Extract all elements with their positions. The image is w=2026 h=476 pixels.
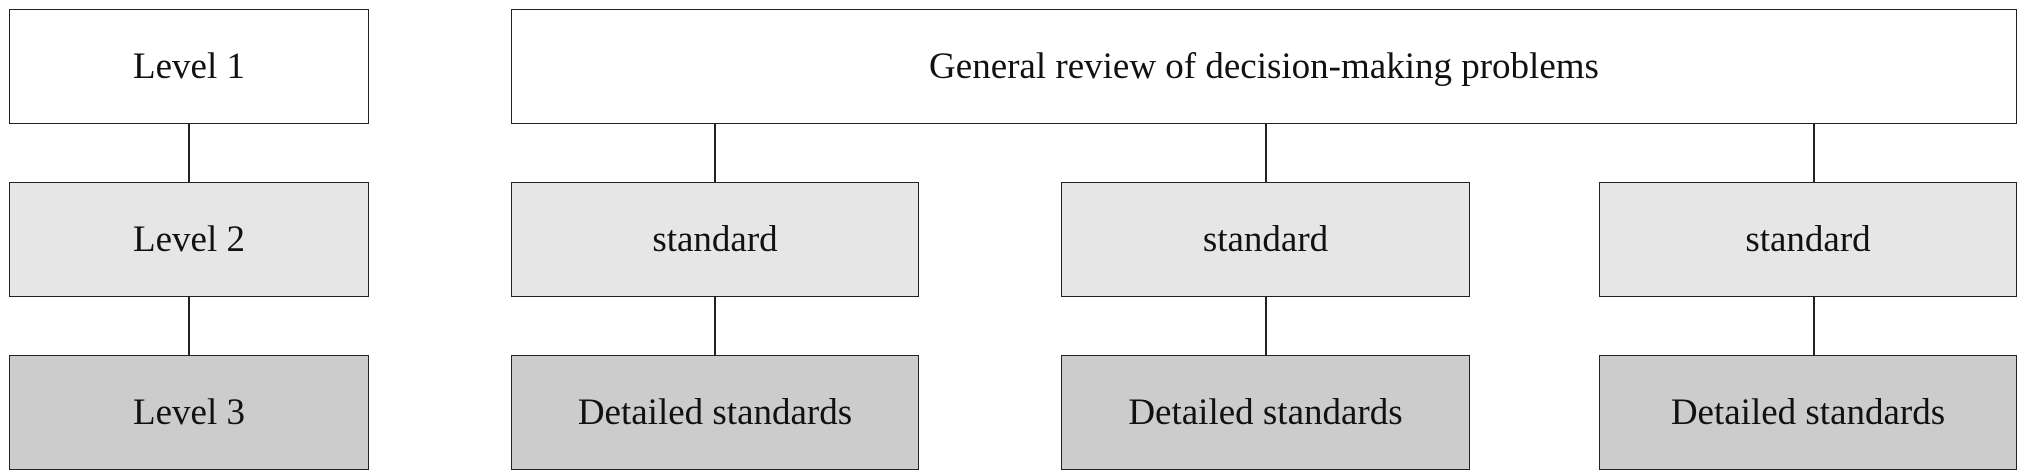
connector-goal-criterion-3 — [1813, 124, 1815, 182]
criterion-label-3: standard — [1745, 219, 1871, 260]
criterion-label-1: standard — [652, 219, 778, 260]
goal-label: General review of decision-making proble… — [929, 46, 1599, 87]
criterion-box-2: standard — [1061, 182, 1470, 297]
connector-level1-level2 — [188, 124, 190, 182]
sub-criterion-box-1: Detailed standards — [511, 355, 919, 470]
level-1-box: Level 1 — [9, 9, 369, 124]
level-2-label: Level 2 — [133, 219, 245, 260]
criterion-box-1: standard — [511, 182, 919, 297]
connector-level2-level3 — [188, 297, 190, 355]
sub-criterion-label-3: Detailed standards — [1670, 392, 1946, 433]
level-3-label: Level 3 — [133, 392, 245, 433]
criterion-box-3: standard — [1599, 182, 2017, 297]
level-2-box: Level 2 — [9, 182, 369, 297]
connector-criterion-3-sub — [1813, 297, 1815, 355]
goal-box: General review of decision-making proble… — [511, 9, 2017, 124]
sub-criterion-label-2: Detailed standards — [1128, 392, 1403, 433]
level-1-label: Level 1 — [133, 46, 245, 87]
sub-criterion-box-3: Detailed standards — [1599, 355, 2017, 470]
sub-criterion-label-1: Detailed standards — [577, 392, 853, 433]
level-3-box: Level 3 — [9, 355, 369, 470]
connector-criterion-1-sub — [714, 297, 716, 355]
connector-goal-criterion-1 — [714, 124, 716, 182]
connector-criterion-2-sub — [1265, 297, 1267, 355]
criterion-label-2: standard — [1202, 219, 1329, 260]
sub-criterion-box-2: Detailed standards — [1061, 355, 1470, 470]
connector-goal-criterion-2 — [1265, 124, 1267, 182]
